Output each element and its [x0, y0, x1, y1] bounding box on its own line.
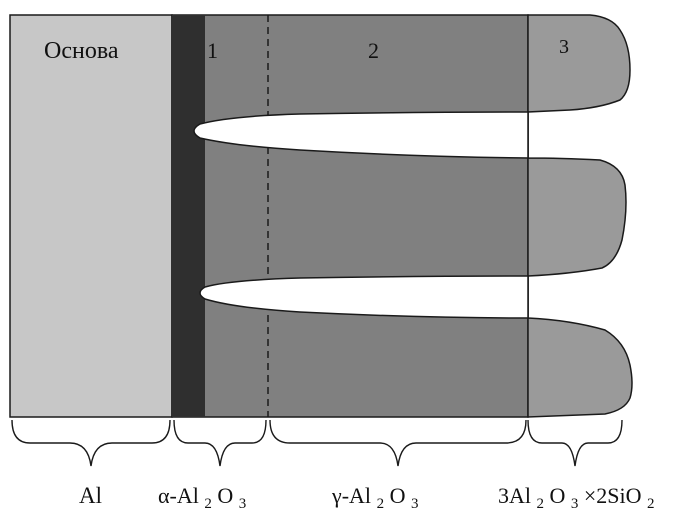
mullite-sub-3: 2 — [647, 496, 655, 512]
phase-label-gamma-alumina: γ-Al 2 O 3 — [331, 483, 418, 513]
mullite-prefix: 3Al — [498, 483, 531, 508]
base-region — [9, 14, 173, 418]
phase-label-alpha-alumina: α-Al 2 O 3 — [158, 483, 246, 513]
phase-al-text: Al — [79, 483, 102, 508]
alpha-sub-2: 3 — [239, 496, 247, 512]
base-label: Основа — [44, 38, 119, 64]
oxide-layer-region — [171, 14, 529, 418]
alpha-alumina-layer — [172, 15, 205, 417]
alpha-prefix: α-Al — [158, 483, 199, 508]
mullite-mid: O — [550, 483, 566, 508]
gamma-sub-2: 3 — [411, 496, 419, 512]
gamma-prefix: γ-Al — [331, 483, 371, 508]
mullite-sub-2: 3 — [571, 496, 579, 512]
pore-upper — [193, 111, 529, 159]
brace-mullite — [527, 419, 623, 467]
zone-3-label: 3 — [559, 36, 569, 58]
mullite-sub-1: 2 — [537, 496, 545, 512]
alpha-mid: O — [217, 483, 233, 508]
phase-label-al: Al — [79, 483, 102, 508]
phase-label-mullite: 3Al 2 O 3 ×2SiO 2 — [498, 483, 655, 513]
gamma-sub-1: 2 — [377, 496, 385, 512]
mullite-tail: ×2SiO — [584, 483, 642, 508]
pore-lower — [199, 275, 529, 319]
zone-1-label: 1 — [207, 38, 218, 63]
alpha-sub-1: 2 — [204, 496, 212, 512]
gamma-mid: O — [390, 483, 406, 508]
zone-2-label: 2 — [368, 38, 379, 63]
brace-alpha — [173, 419, 267, 467]
mullite-layer-region — [527, 14, 633, 418]
brace-al — [11, 419, 171, 467]
brace-gamma — [269, 419, 527, 467]
